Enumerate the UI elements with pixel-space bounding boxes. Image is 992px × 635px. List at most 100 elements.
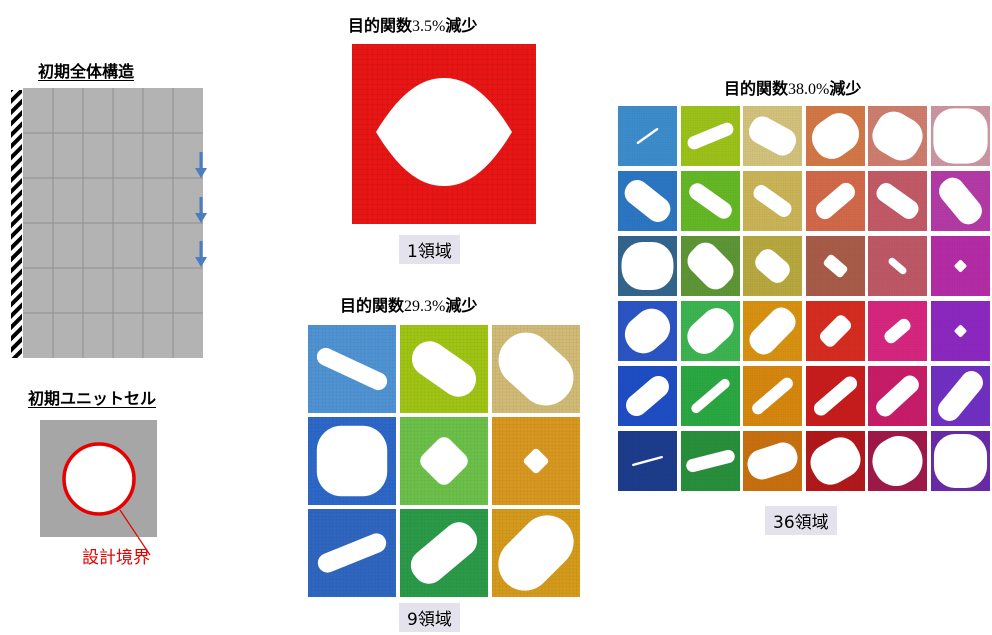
panel36-tile bbox=[680, 301, 740, 361]
panel9-tile bbox=[400, 509, 488, 597]
tile-hole bbox=[498, 515, 574, 591]
tile-hole bbox=[688, 183, 732, 219]
tile-hole bbox=[624, 308, 671, 354]
panel36-tile bbox=[805, 106, 865, 166]
tile-hole bbox=[933, 108, 988, 164]
panel1-heading: 目的関数3.5%減少 bbox=[348, 16, 478, 35]
panel36-tile bbox=[743, 171, 803, 231]
panel36-caption: 36領域 bbox=[765, 506, 837, 535]
tile-hole bbox=[316, 347, 388, 391]
panel9-tile bbox=[492, 509, 580, 597]
tile-hole bbox=[753, 185, 792, 217]
panel36-tile bbox=[868, 106, 928, 166]
panel1-caption: 1領域 bbox=[399, 235, 460, 264]
tile-hole bbox=[690, 378, 730, 414]
tile-hole bbox=[933, 434, 988, 488]
panel9-tile bbox=[308, 325, 396, 413]
panel36-tile bbox=[743, 431, 803, 491]
load-arrow-icon bbox=[195, 152, 207, 178]
panel36-tile bbox=[680, 366, 740, 426]
panel36-tile bbox=[618, 431, 677, 491]
tile-hole bbox=[876, 375, 920, 417]
panel9-caption: 9領域 bbox=[399, 603, 460, 632]
panel36-tile bbox=[930, 301, 990, 361]
panel36-tile bbox=[618, 106, 677, 166]
panel36-tile bbox=[680, 431, 740, 491]
tile-hole bbox=[876, 183, 919, 219]
initial-structure-diagram bbox=[11, 88, 207, 358]
structure-grid-lines bbox=[23, 88, 203, 358]
panel36-tile bbox=[868, 171, 928, 231]
load-arrows bbox=[195, 152, 207, 267]
tile-hole bbox=[685, 449, 735, 473]
panel9-tile bbox=[308, 417, 396, 505]
panel36-heading: 目的関数38.0%減少 bbox=[724, 79, 862, 98]
tile-hole bbox=[819, 315, 851, 347]
panel36-tile bbox=[868, 431, 928, 491]
panel36-tile bbox=[618, 366, 677, 426]
tile-hole bbox=[888, 257, 907, 275]
tile-hole bbox=[872, 435, 923, 487]
panel36-tile bbox=[680, 236, 740, 296]
panel36-tile bbox=[743, 301, 803, 361]
tile-hole bbox=[420, 437, 468, 485]
panel36-tile bbox=[930, 171, 990, 231]
tile-hole bbox=[749, 116, 797, 156]
initial-cell-title: 初期ユニットセル bbox=[28, 389, 157, 408]
tile-hole bbox=[317, 533, 387, 573]
tile-hole bbox=[810, 437, 861, 485]
tile-hole bbox=[498, 332, 574, 406]
panel9-tile bbox=[492, 417, 580, 505]
tile-hole bbox=[747, 442, 798, 480]
tile-hole bbox=[752, 377, 794, 415]
panel9-tile bbox=[400, 325, 488, 413]
tile-hole bbox=[632, 455, 663, 467]
tile-hole bbox=[687, 242, 734, 290]
panel36-tile bbox=[743, 236, 803, 296]
tile-hole bbox=[813, 376, 857, 416]
panel9-tile bbox=[400, 417, 488, 505]
tile-hole bbox=[872, 111, 923, 161]
panel36-tile bbox=[805, 366, 865, 426]
panel36-grid bbox=[618, 106, 990, 492]
tile-hole bbox=[954, 324, 967, 338]
panel1-hole bbox=[376, 78, 512, 186]
tile-hole bbox=[410, 522, 478, 584]
panel36-tile bbox=[930, 366, 990, 426]
tile-hole bbox=[316, 425, 388, 497]
tile-hole bbox=[626, 375, 669, 417]
tile-hole bbox=[939, 177, 982, 225]
panel9-grid bbox=[308, 325, 580, 597]
panel36-tile bbox=[680, 106, 740, 166]
panel36-tile bbox=[868, 366, 928, 426]
panel9-heading: 目的関数29.3%減少 bbox=[340, 296, 478, 315]
panel36-tile bbox=[618, 301, 677, 361]
initial-structure-title: 初期全体構造 bbox=[38, 62, 135, 81]
tile-hole bbox=[811, 113, 859, 159]
panel9-tile bbox=[308, 509, 396, 597]
tile-hole bbox=[884, 318, 911, 344]
tile-hole bbox=[621, 242, 674, 290]
panel36-tile bbox=[930, 431, 990, 491]
tile-hole bbox=[823, 254, 848, 278]
panel36-tile bbox=[618, 171, 677, 231]
tile-hole bbox=[624, 180, 671, 222]
panel36-tile bbox=[743, 366, 803, 426]
load-arrow-icon bbox=[195, 197, 207, 223]
boundary-leader-line bbox=[119, 509, 139, 538]
tile-hole bbox=[815, 182, 855, 220]
tile-hole bbox=[938, 371, 983, 421]
tile-hole bbox=[411, 341, 477, 397]
boundary-leader-tail bbox=[138, 537, 151, 556]
panel36-tile bbox=[680, 171, 740, 231]
tile-hole bbox=[636, 127, 659, 145]
tile-hole bbox=[686, 308, 734, 354]
panel9-tile bbox=[492, 325, 580, 413]
panel36-tile bbox=[805, 236, 865, 296]
panel36-tile bbox=[868, 236, 928, 296]
panel36-tile bbox=[743, 106, 803, 166]
tile-hole bbox=[523, 448, 549, 474]
cell-hole bbox=[62, 442, 136, 516]
fixed-support-hatch bbox=[11, 90, 22, 358]
tile-hole bbox=[749, 307, 796, 355]
